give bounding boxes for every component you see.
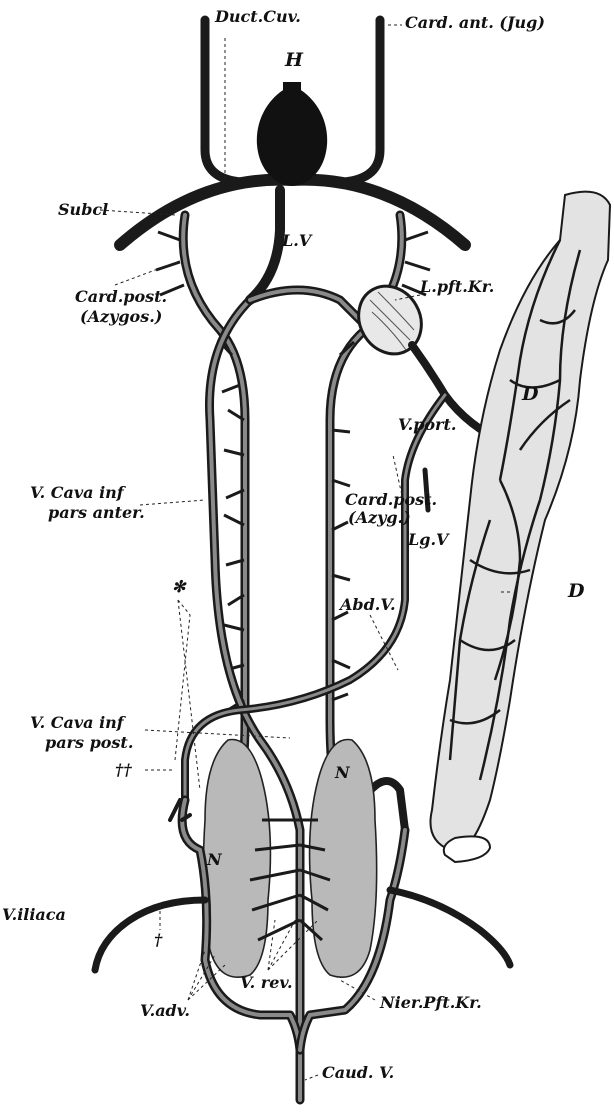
label-caud-v: Caud. V. (322, 1063, 394, 1082)
right-iliac-vein (390, 890, 510, 965)
label-nier-pft-kr: Nier.Pft.Kr. (379, 993, 482, 1012)
label-card-post-azyg-1: Card.post. (345, 490, 437, 509)
label-duct-cuv: Duct.Cuv. (214, 7, 301, 26)
label-v-iliaca: V.iliaca (2, 905, 66, 924)
left-iliac-vein (95, 900, 205, 970)
label-card-post-azygos-2: (Azygos.) (80, 307, 162, 326)
label-v-port: V.port. (398, 415, 456, 434)
label-v-rev: V. rev. (240, 973, 293, 992)
label-v-adv: V.adv. (140, 1001, 190, 1020)
label-card-post-azygos-1: Card.post. (75, 287, 167, 306)
vena-cava-inferior (210, 290, 381, 1100)
label-d-lower: D (567, 580, 585, 602)
label-v-cava-inf-anter-2: pars anter. (48, 503, 145, 522)
label-asterisk: ✻ (172, 577, 187, 596)
label-subcl: Subcl (58, 200, 108, 219)
heart-stem (283, 82, 301, 96)
label-card-post-azyg-2: (Azyg.) (348, 508, 411, 527)
label-double-cross: †† (115, 760, 132, 779)
label-lpft-kr: L.pft.Kr. (419, 277, 494, 296)
left-cardinal-anterior-vein (205, 20, 240, 182)
label-n-left: N (206, 850, 223, 869)
label-heart: H (284, 49, 304, 71)
label-n-right: N (334, 763, 351, 782)
ductus-cuvieri-trunk (250, 190, 280, 300)
label-d-upper: D (521, 383, 539, 405)
heart-shape (257, 85, 327, 186)
label-v-cava-inf-anter-1: V. Cava inf (30, 483, 127, 502)
label-v-cava-inf-post-1: V. Cava inf (30, 713, 127, 732)
right-cardinal-anterior-vein (345, 20, 380, 182)
label-lv: L.V (281, 231, 313, 250)
label-abd-v: Abd.V. (338, 595, 396, 614)
kidneys (203, 740, 376, 978)
label-v-cava-inf-post-2: pars post. (45, 733, 133, 752)
label-lg-v: Lg.V (407, 530, 450, 549)
label-single-cross: † (154, 930, 163, 949)
label-card-ant: Card. ant. (Jug) (405, 13, 545, 32)
